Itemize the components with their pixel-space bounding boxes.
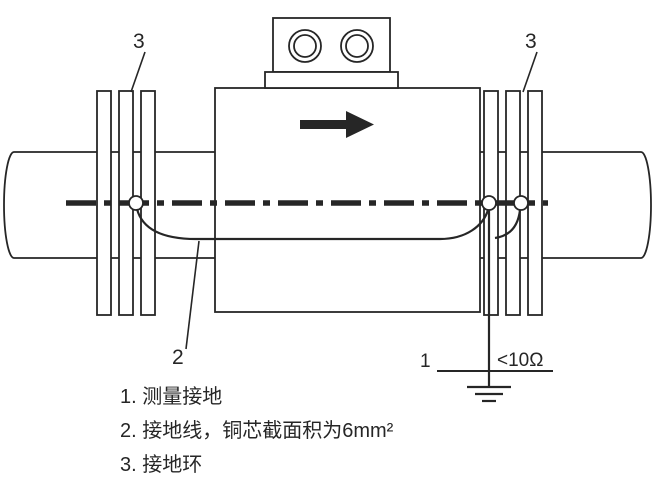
leader-line-ring-left xyxy=(130,51,146,93)
leader-line-ring-right xyxy=(522,51,538,93)
grounding-lug-right-2 xyxy=(513,195,529,211)
junction-box-base xyxy=(264,71,399,89)
callout-grounding-wire: 2 xyxy=(172,346,184,369)
cable-gland-right-inner xyxy=(345,34,369,58)
legend-item-1: 1. 测量接地 xyxy=(120,385,222,408)
callout-grounding-ring-right: 3 xyxy=(525,30,537,53)
right-pipe xyxy=(480,151,652,259)
ground-symbol-icon xyxy=(467,385,511,403)
diagram-linework xyxy=(3,17,652,403)
grounding-wire-loop xyxy=(135,208,490,241)
grounding-lug-right-1 xyxy=(481,195,497,211)
flow-arrow-icon xyxy=(300,111,374,138)
resistance-value: <10Ω xyxy=(497,350,543,371)
cable-gland-left-inner xyxy=(293,34,317,58)
callout-grounding-ring-left: 3 xyxy=(133,30,145,53)
legend-item-3: 3. 接地环 xyxy=(120,453,202,476)
legend-item-2: 2. 接地线，铜芯截面积为6mm² xyxy=(120,419,394,442)
legend: 1. 测量接地 2. 接地线，铜芯截面积为6mm² 3. 接地环 xyxy=(120,385,394,476)
leader-line-wire xyxy=(185,240,200,350)
callout-measurement-ground: 1 xyxy=(420,351,431,372)
grounding-wire-right-curve xyxy=(494,209,522,240)
grounding-lug-left xyxy=(128,195,144,211)
